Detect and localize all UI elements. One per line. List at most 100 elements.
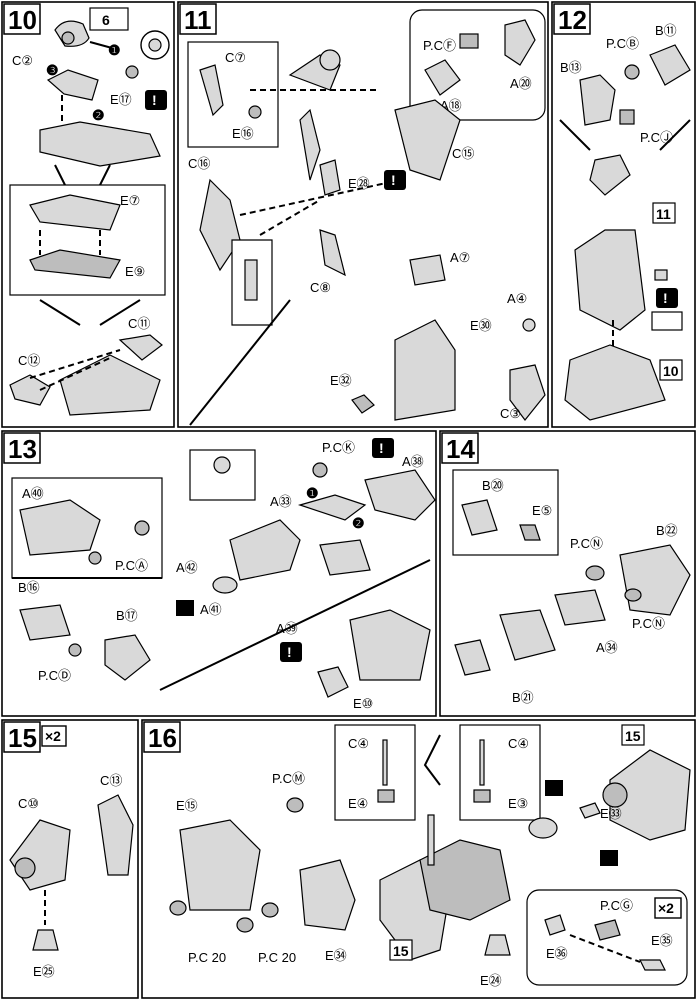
svg-text:B⑬: B⑬ bbox=[560, 60, 582, 75]
svg-text:B⑯: B⑯ bbox=[18, 580, 40, 595]
svg-text:A㊵: A㊵ bbox=[22, 486, 44, 501]
svg-text:E⑯: E⑯ bbox=[232, 126, 254, 141]
step-10-drawing: 6 ❶ C② ❸ E⑰ ! ❷ E⑦ E⑨ C⑪ C⑫ bbox=[9, 7, 170, 416]
svg-text:15: 15 bbox=[393, 943, 409, 959]
svg-text:P.CⓃ: P.CⓃ bbox=[632, 616, 665, 631]
svg-text:A④: A④ bbox=[507, 291, 527, 306]
svg-text:10: 10 bbox=[663, 363, 679, 379]
step-16-badge: 16 bbox=[143, 721, 181, 753]
svg-text:!: ! bbox=[391, 172, 396, 188]
svg-text:C⑯: C⑯ bbox=[188, 156, 210, 171]
step-10-badge: 10 bbox=[3, 3, 41, 35]
svg-text:14: 14 bbox=[446, 434, 475, 464]
svg-text:B⑪: B⑪ bbox=[655, 23, 677, 38]
step-11-badge: 11 bbox=[179, 3, 217, 35]
svg-text:P.CⓀ: P.CⓀ bbox=[322, 440, 355, 455]
svg-text:C③: C③ bbox=[500, 406, 521, 421]
svg-text:!: ! bbox=[152, 92, 157, 108]
svg-text:B⑳: B⑳ bbox=[482, 478, 504, 493]
svg-text:E㉝: E㉝ bbox=[600, 806, 622, 821]
svg-text:×2: ×2 bbox=[658, 900, 674, 916]
step-16-drawing: P.CⓂ E⑮ P.C 20 P.C 20 E㉞ C④ E④ C④ E③ 15 … bbox=[169, 724, 691, 988]
svg-text:C④: C④ bbox=[348, 736, 369, 751]
svg-text:E⑨: E⑨ bbox=[125, 264, 145, 279]
svg-text:P.CⒶ: P.CⒶ bbox=[115, 558, 148, 573]
svg-text:E㉘: E㉘ bbox=[348, 176, 370, 191]
svg-text:A㊶: A㊶ bbox=[200, 602, 222, 617]
svg-text:E⑤: E⑤ bbox=[532, 503, 552, 518]
svg-text:E③: E③ bbox=[508, 796, 528, 811]
svg-text:E⑮: E⑮ bbox=[176, 798, 198, 813]
svg-text:!: ! bbox=[287, 644, 292, 660]
svg-text:P.CⒹ: P.CⒹ bbox=[38, 668, 71, 683]
svg-text:E㉕: E㉕ bbox=[33, 964, 55, 979]
svg-text:B⑰: B⑰ bbox=[116, 608, 138, 623]
svg-text:13: 13 bbox=[8, 434, 37, 464]
svg-text:P.CⒻ: P.CⒻ bbox=[423, 38, 456, 53]
svg-text:A⑳: A⑳ bbox=[510, 76, 532, 91]
svg-text:11: 11 bbox=[656, 206, 671, 222]
svg-text:❸: ❸ bbox=[46, 62, 59, 78]
svg-text:!: ! bbox=[663, 290, 668, 306]
svg-text:P.CⓃ: P.CⓃ bbox=[570, 536, 603, 551]
step-12-drawing: B⑬ P.CⒷ B⑪ P.CⒿ 11 ! 10 bbox=[559, 23, 691, 421]
svg-text:C⑦: C⑦ bbox=[225, 50, 246, 65]
svg-text:15: 15 bbox=[8, 723, 37, 753]
step-15-badge: 15 bbox=[3, 721, 41, 753]
svg-text:A㉝: A㉝ bbox=[270, 494, 292, 509]
svg-text:A㉞: A㉞ bbox=[596, 640, 618, 655]
svg-text:E⑩: E⑩ bbox=[353, 696, 373, 711]
svg-text:16: 16 bbox=[148, 723, 177, 753]
step-13-drawing: A㊵ P.CⒶ B⑯ B⑰ P.CⒹ P.CⓀ ! A㊳ ❶ A㉝ ❷ A㊷ A… bbox=[11, 438, 436, 711]
svg-text:❶: ❶ bbox=[108, 42, 121, 58]
step-11-drawing: C⑦ E⑯ P.CⒻ A⑳ A⑱ C⑮ E㉘ ! C⑯ C⑧ A⑦ A④ E㉚ bbox=[187, 9, 546, 426]
svg-text:A㊷: A㊷ bbox=[176, 560, 198, 575]
svg-text:P.CⓂ: P.CⓂ bbox=[272, 771, 305, 786]
svg-text:E㉞: E㉞ bbox=[325, 948, 347, 963]
step-13-badge: 13 bbox=[3, 432, 41, 464]
svg-text:6: 6 bbox=[102, 12, 110, 28]
svg-text:11: 11 bbox=[184, 5, 212, 35]
svg-text:C⑫: C⑫ bbox=[18, 353, 40, 368]
panel-step-15 bbox=[1, 719, 139, 999]
svg-text:C⑪: C⑪ bbox=[128, 316, 150, 331]
panel-step-14 bbox=[439, 430, 696, 717]
svg-text:E⑰: E⑰ bbox=[110, 92, 132, 107]
svg-text:❶: ❶ bbox=[306, 485, 319, 501]
svg-text:15: 15 bbox=[625, 728, 641, 744]
svg-text:E⑦: E⑦ bbox=[120, 193, 140, 208]
panel-step-11 bbox=[177, 1, 549, 428]
svg-text:C⑮: C⑮ bbox=[452, 146, 474, 161]
svg-text:❷: ❷ bbox=[92, 107, 105, 123]
panel-step-12 bbox=[551, 1, 696, 428]
svg-text:P.CⒿ: P.CⒿ bbox=[640, 130, 673, 145]
step-14-drawing: B⑳ E⑤ B㉒ P.CⓃ P.CⓃ A㉞ B㉑ bbox=[452, 469, 691, 705]
svg-text:P.C 20: P.C 20 bbox=[258, 950, 296, 965]
svg-text:E㉜: E㉜ bbox=[330, 373, 352, 388]
svg-text:P.CⒼ: P.CⒼ bbox=[600, 898, 633, 913]
svg-text:C⑬: C⑬ bbox=[100, 773, 122, 788]
svg-text:P.CⒷ: P.CⒷ bbox=[606, 36, 639, 51]
step-12-badge: 12 bbox=[553, 3, 591, 35]
svg-text:E④: E④ bbox=[348, 796, 368, 811]
svg-text:E㊱: E㊱ bbox=[546, 946, 568, 961]
svg-text:B㉒: B㉒ bbox=[656, 523, 678, 538]
svg-text:!: ! bbox=[379, 440, 384, 456]
step-15-drawing: ×2 C⑬ C⑩ E㉕ bbox=[9, 725, 134, 979]
svg-text:E㉚: E㉚ bbox=[470, 318, 492, 333]
svg-text:C⑩: C⑩ bbox=[18, 796, 39, 811]
svg-text:❷: ❷ bbox=[352, 515, 365, 531]
svg-text:C⑧: C⑧ bbox=[310, 280, 331, 295]
svg-text:12: 12 bbox=[558, 5, 587, 35]
svg-text:A㊳: A㊳ bbox=[402, 454, 424, 469]
svg-text:C②: C② bbox=[12, 53, 33, 68]
svg-text:×2: ×2 bbox=[45, 728, 61, 744]
svg-text:P.C 20: P.C 20 bbox=[188, 950, 226, 965]
panel-step-13 bbox=[1, 430, 437, 717]
svg-text:A⑦: A⑦ bbox=[450, 250, 470, 265]
svg-text:C④: C④ bbox=[508, 736, 529, 751]
step-14-badge: 14 bbox=[441, 432, 479, 464]
panel-step-10 bbox=[1, 1, 175, 428]
svg-text:B㉑: B㉑ bbox=[512, 690, 534, 705]
